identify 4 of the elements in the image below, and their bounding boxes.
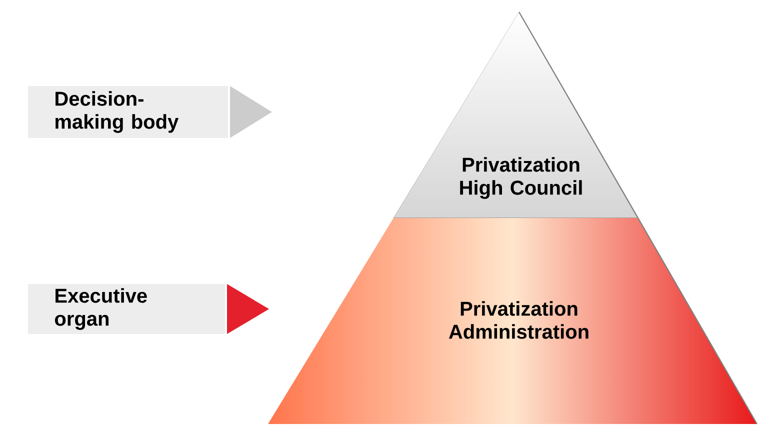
- label-box: Executive organ: [28, 284, 269, 334]
- pyramid-base: Privatization Administration: [448, 218, 758, 424]
- pyramid-top: Privatization High Council: [394, 12, 639, 218]
- label-box: Decision-making body: [28, 86, 272, 138]
